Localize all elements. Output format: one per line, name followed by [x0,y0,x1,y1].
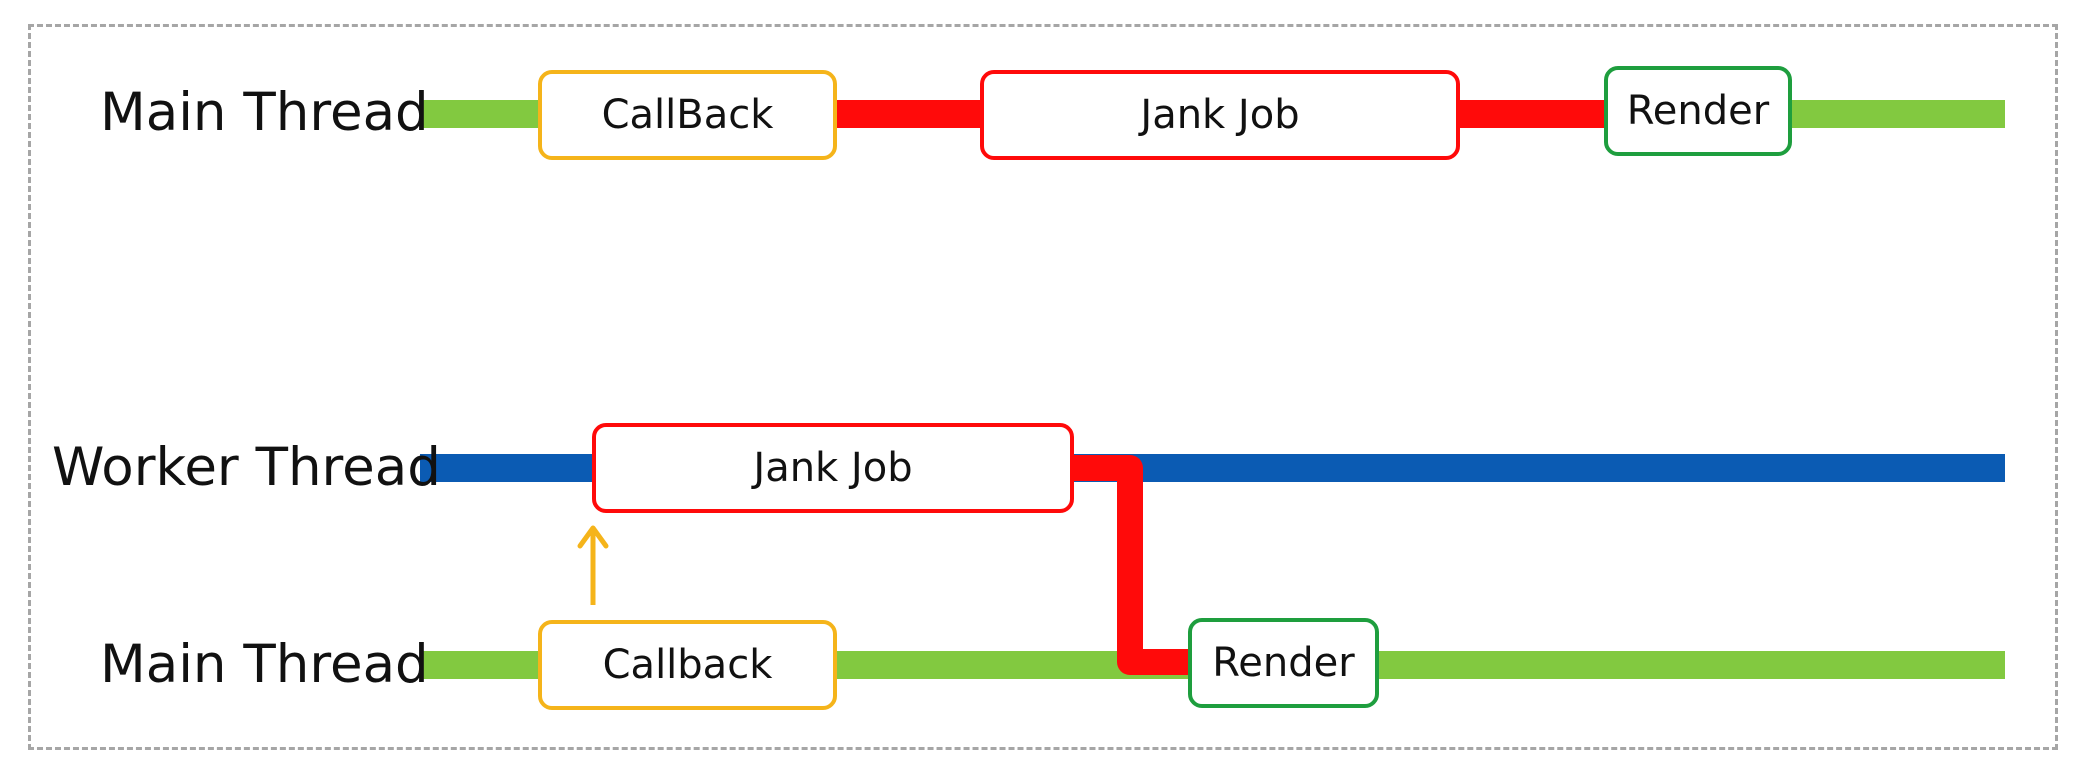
top-jank-job-box: Jank Job [980,70,1460,160]
top-main-thread-label: Main Thread [100,82,429,143]
worker-jank-job-box: Jank Job [592,423,1074,513]
dispatch-arrow [577,525,609,605]
bottom-callback-box: Callback [538,620,837,710]
top-render-box: Render [1604,66,1792,156]
jank-to-render-connector [1072,455,1190,675]
worker-thread-label: Worker Thread [52,437,441,498]
top-callback-box: CallBack [538,70,837,160]
bottom-main-thread-label: Main Thread [100,634,429,695]
dashed-frame [28,24,2058,750]
bottom-render-box: Render [1188,618,1379,708]
